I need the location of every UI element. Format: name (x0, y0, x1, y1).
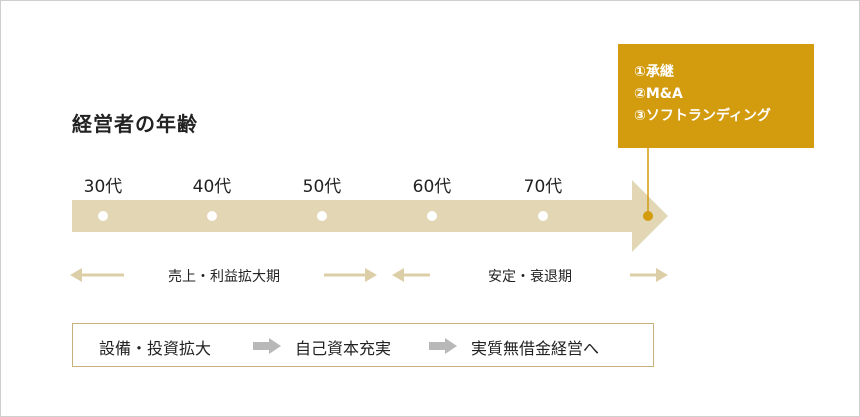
callout-item-ma: ②M&A (634, 86, 683, 102)
callout-item-succession: ①承継 (634, 64, 674, 80)
strategy-flow: 設備・投資拡大 自己資本充実 実質無借金経営へ (72, 323, 654, 367)
phase-label-decline: 安定・衰退期 (430, 266, 630, 286)
phase-label-growth: 売上・利益拡大期 (124, 266, 324, 286)
options-callout: ①承継 ②M&A ③ソフトランディング (618, 44, 814, 148)
callout-item-soft-landing: ③ソフトランディング (634, 108, 771, 124)
flow-step-debt-free: 実質無借金経営へ (471, 339, 600, 358)
timeline-dot-40s (207, 211, 217, 221)
callout-marker-dot (643, 211, 653, 221)
age-label-40s: 40代 (192, 177, 232, 197)
timeline-arrow (72, 180, 668, 252)
flow-arrow-icon (429, 338, 457, 354)
age-label-30s: 30代 (83, 177, 123, 197)
age-label-50s: 50代 (302, 177, 342, 197)
diagram-title: 経営者の年齢 (72, 112, 198, 136)
timeline-dot-70s (538, 211, 548, 221)
age-label-70s: 70代 (523, 177, 563, 197)
flow-step-investment: 設備・投資拡大 (99, 339, 212, 358)
flow-step-equity: 自己資本充実 (295, 339, 392, 358)
age-label-60s: 60代 (412, 177, 452, 197)
timeline-dot-50s (317, 211, 327, 221)
flow-arrow-icon (253, 338, 281, 354)
timeline-dot-60s (427, 211, 437, 221)
timeline-dot-30s (98, 211, 108, 221)
